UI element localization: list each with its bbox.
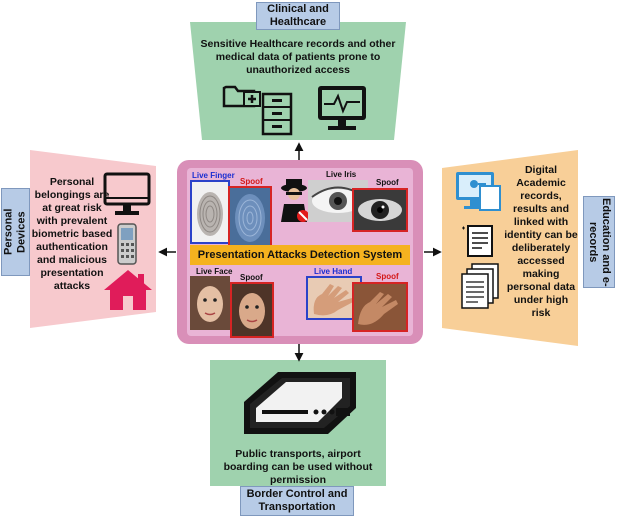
spoof-hand-image: [352, 282, 408, 332]
card-reader-scanner-icon: [244, 372, 356, 434]
spoof-eye-icon: [358, 199, 402, 221]
spoof-iris-label: Spoof: [376, 178, 399, 187]
fingerprint-icon: [197, 192, 223, 236]
house-icon: [104, 270, 152, 310]
spoof-hand-icon: [354, 284, 406, 330]
clinical-text: Sensitive Healthcare records and other m…: [200, 38, 396, 76]
live-iris-label: Live Iris: [326, 170, 357, 179]
face-icon: [190, 276, 230, 330]
desktop-computer-icon: [103, 172, 151, 215]
document-stack-icon: [461, 263, 499, 309]
hand-icon: [313, 284, 353, 316]
live-face-label: Live Face: [196, 267, 233, 276]
spoof-face-image: [230, 282, 274, 338]
personal-text: Personal belongings are at great risk wi…: [31, 176, 113, 292]
folder-plus-icon: [222, 85, 261, 108]
spoof-finger-label: Spoof: [240, 177, 263, 186]
education-text: Digital Academic records, results and li…: [504, 164, 578, 319]
spoof-finger-image: [228, 186, 272, 248]
hacker-icon: [281, 179, 309, 222]
heart-monitor-icon: [318, 86, 366, 130]
pad-system-banner: Presentation Attacks Detection System: [190, 245, 410, 265]
live-hand-label: Live Hand: [314, 267, 353, 276]
spoof-face-icon: [232, 284, 272, 336]
border-title: Border Control and Transportation: [240, 486, 354, 516]
certificate-document-icon: [462, 225, 493, 257]
live-finger-label: Live Finger: [192, 171, 235, 180]
spoof-iris-image: [352, 188, 408, 232]
mobile-phone-icon: [117, 223, 137, 265]
live-finger-image: [190, 180, 230, 244]
education-title: Education and e-records: [583, 196, 615, 288]
spoof-fingerprint-icon: [235, 194, 265, 242]
border-text: Public transports, airport boarding can …: [223, 448, 373, 486]
clinical-title: Clinical and Healthcare: [256, 2, 340, 30]
spoof-face-label: Spoof: [240, 273, 263, 282]
live-face-image: [190, 276, 230, 330]
monitor-network-icon: [456, 172, 501, 211]
file-cabinet-icon: [261, 92, 293, 136]
spoof-hand-label: Spoof: [376, 272, 399, 281]
